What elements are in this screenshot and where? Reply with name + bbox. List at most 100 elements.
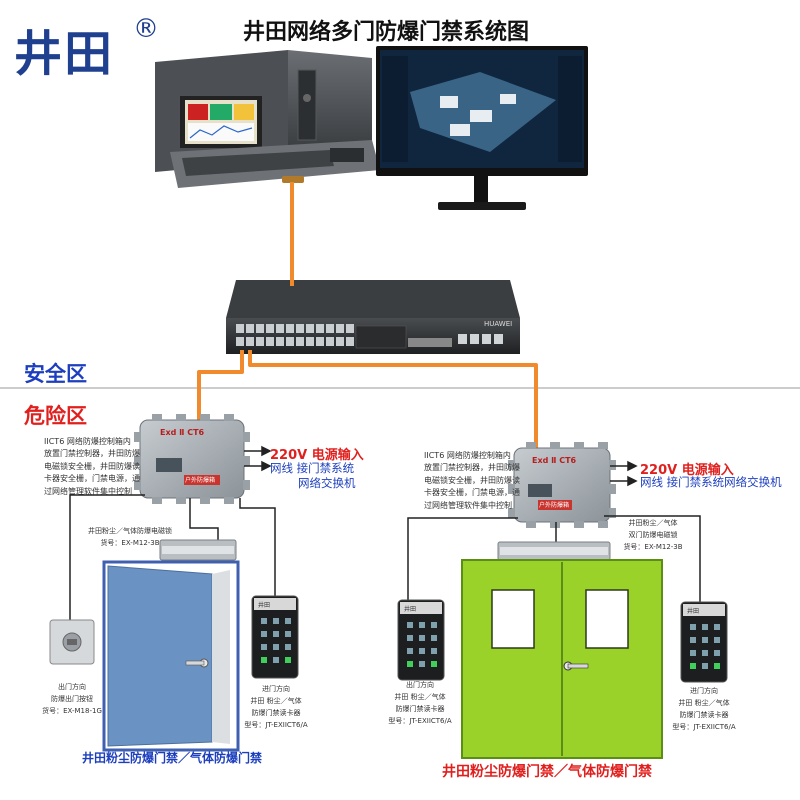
switch-port (470, 334, 479, 344)
keypad-key (419, 661, 425, 667)
keypad-key (285, 618, 291, 624)
left-controller-ex-label: Exd Ⅱ CT6 (160, 428, 205, 437)
switch-port (256, 324, 264, 333)
cable-gland (574, 521, 584, 528)
cable-gland (609, 484, 616, 494)
right-wiring (407, 515, 701, 602)
left-card-reader (251, 595, 299, 679)
cable-gland (574, 442, 584, 449)
switch-port (316, 337, 324, 346)
switch-port (266, 337, 274, 346)
cable-gland (200, 497, 210, 504)
cable-gland (609, 460, 616, 470)
exit-button-label: 出门方向 防爆出门按钮 货号：EX-M18-1G (42, 683, 102, 715)
switch-port (346, 337, 354, 346)
switch-port (458, 334, 467, 344)
keypad-key (690, 637, 696, 643)
keypad-key (273, 657, 279, 663)
left-power-input: 220V 电源输入 (270, 448, 364, 463)
switch-port (494, 334, 503, 344)
zone-label-danger: 危险区 (24, 404, 87, 428)
switch-brand-label: HUAWEI (484, 320, 513, 328)
switch-port (326, 324, 334, 333)
keypad-key (407, 635, 413, 641)
cable-gland (243, 480, 250, 490)
left-magnetic-lock (159, 539, 237, 561)
switch-port (296, 337, 304, 346)
switch-port (306, 337, 314, 346)
cable-gland (152, 497, 162, 504)
switch-port (286, 337, 294, 346)
keypad-key (285, 631, 291, 637)
left-reader-label: 进门方向 井田 粉尘／气体 防爆门禁读卡器 型号：JT-EXIICT6/A (244, 685, 308, 729)
keypad-key (273, 631, 279, 637)
brand-logo: 井田 (14, 26, 115, 82)
right-left-reader-brand: 井田 (404, 606, 417, 613)
keypad-key (702, 650, 708, 656)
keypad-key (714, 637, 720, 643)
left-door (102, 560, 240, 752)
right-power-input: 220V 电源输入 (640, 463, 734, 478)
right-right-reader-brand: 井田 (687, 608, 700, 615)
right-left-card-reader (397, 599, 445, 681)
keypad-key (407, 648, 413, 654)
right-controller-ex-label: Exd Ⅱ CT6 (532, 456, 577, 465)
cable-gland (176, 414, 186, 421)
left-wiring (69, 494, 276, 620)
right-controller-box (508, 442, 616, 528)
right-controller-badge: 户外防爆箱 (539, 502, 570, 509)
right-double-door (461, 559, 663, 759)
page-title: 井田网络多门防爆门禁系统图 (243, 20, 530, 45)
switch-port (246, 324, 254, 333)
network-cables (197, 182, 538, 455)
cable-gland (609, 508, 616, 518)
keypad-key (407, 661, 413, 667)
registered-mark: ® (133, 14, 159, 44)
keypad-key (431, 648, 437, 654)
switch-port (286, 324, 294, 333)
keypad-key (261, 618, 267, 624)
keypad-key (285, 644, 291, 650)
cable-gland (550, 521, 560, 528)
right-right-reader-label: 进门方向 井田 粉尘／气体 防爆门禁读卡器 型号：JT-EXIICT6/A (672, 687, 736, 731)
cable-gland (550, 442, 560, 449)
keypad-key (273, 618, 279, 624)
switch-port (306, 324, 314, 333)
switch-port (276, 337, 284, 346)
cable-gland (598, 442, 608, 449)
keypad-key (702, 624, 708, 630)
keypad-key (702, 637, 708, 643)
right-network-text: 网线 接门禁系统网络交换机 (640, 475, 782, 489)
left-system-caption: 井田粉尘防爆门禁／气体防爆门禁 (82, 751, 263, 765)
keypad-key (714, 663, 720, 669)
switch-port (336, 337, 344, 346)
switch-port (266, 324, 274, 333)
switch-port (236, 337, 244, 346)
switch-port (256, 337, 264, 346)
switch-port (326, 337, 334, 346)
keypad-key (690, 663, 696, 669)
left-network-text: 网线 接门禁系统 网络交换机 (270, 461, 356, 490)
cable-gland (526, 521, 536, 528)
keypad-key (261, 657, 267, 663)
right-magnetic-lock (497, 541, 611, 561)
right-left-reader-label: 出门方向 井田 粉尘／气体 防爆门禁读卡器 型号：JT-EXIICT6/A (388, 681, 452, 725)
cable-gland (243, 456, 250, 466)
monitor (376, 46, 588, 210)
left-lock-label: 井田粉尘／气体防爆电磁锁 货号：EX-M12-3B (88, 527, 172, 547)
left-controller-description: IICT6 网络防爆控制箱内 放置门禁控制器，井田防爆 电磁锁安全栅，井田防爆读… (44, 437, 140, 496)
switch-port (482, 334, 491, 344)
network-switch (226, 280, 520, 354)
switch-ports (236, 324, 503, 346)
cable-gland (224, 414, 234, 421)
exit-button (49, 619, 95, 665)
cable-gland (200, 414, 210, 421)
switch-port (276, 324, 284, 333)
keypad-key (690, 650, 696, 656)
keypad-key (431, 661, 437, 667)
left-controller-badge: 户外防爆箱 (185, 477, 216, 484)
cable-gland (134, 480, 141, 490)
cable-gland (526, 442, 536, 449)
